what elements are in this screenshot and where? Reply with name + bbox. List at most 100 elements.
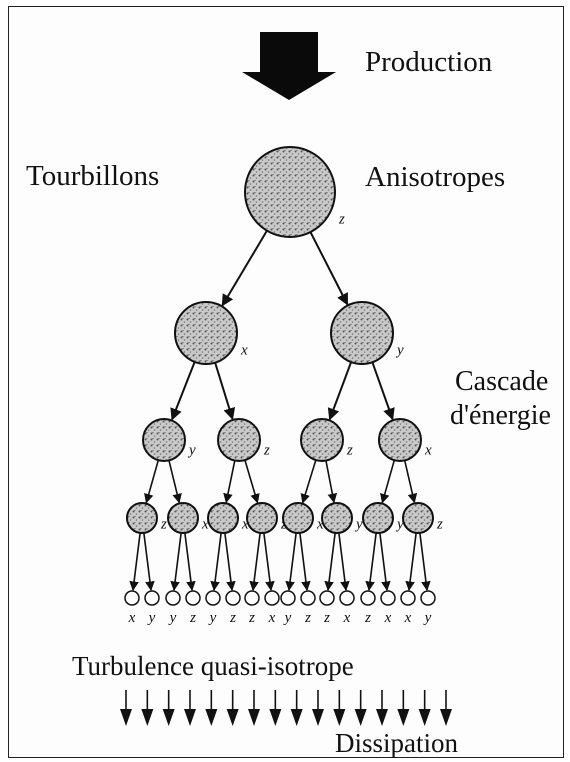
cascade-arrow <box>380 533 387 590</box>
dissipation-arrow-icon <box>355 709 367 726</box>
eddy-axis-label: z <box>304 610 311 626</box>
dissipation-arrow-icon <box>248 709 260 726</box>
eddy-axis-label: y <box>208 610 217 626</box>
dissipation-arrow-icon <box>440 709 452 726</box>
dissipation-arrow-icon <box>163 709 175 726</box>
cascade-arrow <box>253 533 260 590</box>
cascade-arrow <box>310 232 347 304</box>
cascade-arrow <box>172 362 195 420</box>
dissipation-arrow-icon <box>184 709 196 726</box>
isotropic-eddy <box>361 591 375 605</box>
eddy-axis-label: z <box>189 610 196 626</box>
anisotropic-eddy <box>208 503 238 533</box>
production-label: Production <box>365 46 493 78</box>
production-arrow-icon <box>242 32 336 100</box>
isotropic-eddy <box>145 591 159 605</box>
eddy-axis-label: y <box>354 517 363 533</box>
eddy-axis-label: y <box>283 610 292 626</box>
anisotropic-eddy <box>331 302 393 364</box>
eddy-axis-label: y <box>423 610 432 626</box>
cascade-arrow <box>369 533 376 590</box>
eddy-axis-label: y <box>395 343 404 359</box>
anisotropic-eddy <box>322 503 352 533</box>
anisotropic-eddy <box>218 419 260 461</box>
anisotropic-eddy <box>379 419 421 461</box>
anisotropes-label: Anisotropes <box>365 161 505 193</box>
cascade-arrow <box>226 461 235 503</box>
anisotropic-eddy <box>403 503 433 533</box>
dissipation-arrow-icon <box>120 709 132 726</box>
eddy-axis-label: x <box>424 443 432 459</box>
cascade-arrow <box>303 460 316 503</box>
eddy-axis-label: z <box>364 610 371 626</box>
eddy-axis-label: z <box>323 610 330 626</box>
cascade-arrow <box>330 362 351 419</box>
eddy-axis-label: x <box>240 343 248 359</box>
dissipation-arrow-icon <box>269 709 281 726</box>
cascade-arrow <box>289 533 296 590</box>
eddy-axis-label: y <box>187 443 196 459</box>
cascade-arrow <box>174 533 181 590</box>
eddy-axis-label: x <box>384 610 392 626</box>
cascade-arrow <box>146 460 158 502</box>
eddy-axis-label: z <box>263 443 270 459</box>
cascade-arrow <box>420 533 427 590</box>
isotropic-eddy <box>206 591 220 605</box>
eddy-axis-label: z <box>229 610 236 626</box>
dissipation-label: Dissipation <box>335 728 459 758</box>
cascade-arrow <box>409 533 416 590</box>
anisotropic-eddy <box>175 302 237 364</box>
dissipation-arrow-icon <box>397 709 409 726</box>
cascade-arrow <box>225 533 232 590</box>
cascade-arrow <box>185 533 192 590</box>
isotropic-eddy <box>226 591 240 605</box>
dissipation-arrow-icon <box>419 709 431 726</box>
turbulence-label: Turbulence quasi-isotrope <box>72 651 354 681</box>
cascade-label: Cascade <box>455 366 548 397</box>
eddy-axis-label: z <box>346 443 353 459</box>
anisotropic-eddy <box>245 147 335 237</box>
isotropic-eddy <box>265 591 279 605</box>
cascade-arrow <box>133 533 140 590</box>
dissipation-arrows <box>120 690 452 726</box>
cascade-arrow <box>372 362 392 419</box>
cascade-arrow <box>339 533 346 590</box>
eddy-axis-label: y <box>168 610 177 626</box>
isotropic-eddy <box>281 591 295 605</box>
isotropic-eddy <box>186 591 200 605</box>
dissipation-arrow-icon <box>227 709 239 726</box>
cascade-arrow <box>300 533 307 590</box>
isotropic-eddy <box>320 591 334 605</box>
cascade-arrow <box>215 363 232 419</box>
anisotropic-eddy <box>143 419 185 461</box>
eddy-axis-label: x <box>128 610 136 626</box>
isotropic-eddy <box>401 591 415 605</box>
isotropic-eddy <box>301 591 315 605</box>
anisotropic-eddy <box>301 419 343 461</box>
dissipation-arrow-icon <box>312 709 324 726</box>
isotropic-eddy <box>166 591 180 605</box>
eddy-tree: zxyyzzxzxxzxyyzxyyzyzzxyzzxzxxy <box>125 147 443 626</box>
eddy-axis-label: z <box>338 212 345 228</box>
isotropic-eddy <box>125 591 139 605</box>
eddy-axis-label: x <box>343 610 351 626</box>
eddy-axis-label: y <box>147 610 156 626</box>
cascade-arrow <box>144 533 151 590</box>
anisotropic-eddy <box>247 503 277 533</box>
cascade-arrow <box>214 533 221 590</box>
eddy-axis-label: z <box>248 610 255 626</box>
dissipation-arrow-icon <box>205 709 217 726</box>
cascade-arrow <box>328 533 335 590</box>
isotropic-eddy <box>381 591 395 605</box>
cascade-arrow <box>222 231 267 306</box>
anisotropic-eddy <box>283 503 313 533</box>
cascade-arrow <box>245 460 258 503</box>
tourbillons-label: Tourbillons <box>26 160 159 192</box>
dissipation-arrow-icon <box>376 709 388 726</box>
cascade-arrow <box>382 460 394 502</box>
isotropic-eddy <box>245 591 259 605</box>
anisotropic-eddy <box>127 503 157 533</box>
energy-label: d'énergie <box>450 400 551 431</box>
eddy-axis-label: z <box>436 517 443 533</box>
